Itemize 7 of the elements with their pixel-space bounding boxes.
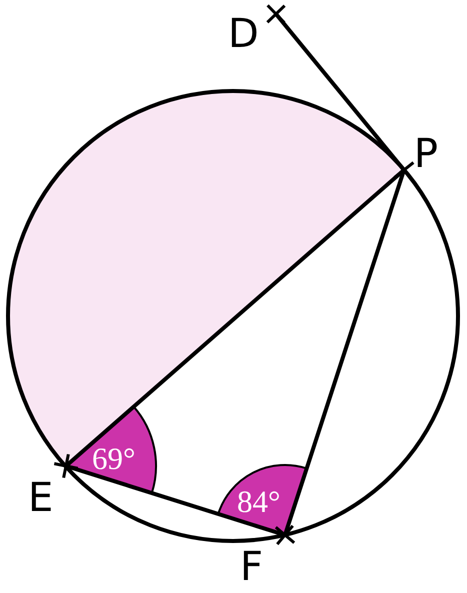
angle-label: 84° [237, 486, 280, 517]
point-label: F [240, 535, 285, 587]
point-label: D [228, 14, 276, 66]
line-segment [274, 12, 406, 172]
point-label: P [404, 134, 438, 170]
angle-label: 69° [92, 443, 136, 474]
point-label: E [28, 466, 66, 518]
